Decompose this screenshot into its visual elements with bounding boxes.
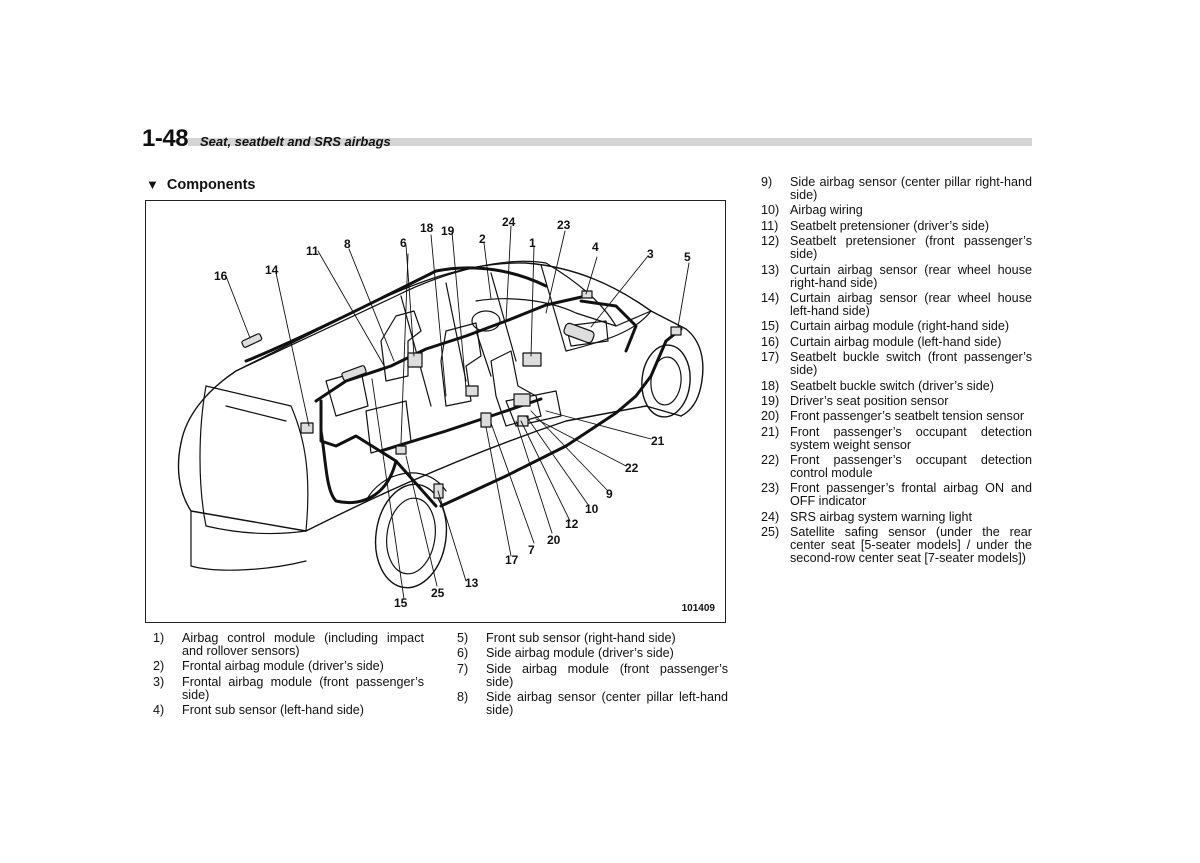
callout-4: 4 — [592, 240, 599, 254]
legend-item: 22)Front passenger’s occupant detection … — [761, 453, 1032, 481]
legend-item: 20)Front passenger’s seatbelt tension se… — [761, 409, 1025, 424]
callout-24: 24 — [502, 215, 516, 229]
callout-14: 14 — [265, 263, 279, 277]
legend-item: 18)Seatbelt buckle switch (driver’s side… — [761, 378, 994, 393]
callout-17: 17 — [505, 553, 519, 567]
callout-10: 10 — [585, 502, 599, 516]
legend-item: 19)Driver’s seat position sensor — [761, 393, 949, 408]
legend-item: 8)Side airbag sensor (center pillar left… — [457, 690, 728, 718]
legend-column-1: 1)Airbag control module (including impac… — [153, 632, 424, 720]
legend-item: 3)Frontal airbag module (front passenger… — [153, 674, 424, 702]
legend-item: 14)Curtain airbag sensor (rear wheel hou… — [761, 290, 1032, 318]
callout-20: 20 — [547, 533, 561, 547]
legend-item: 6)Side airbag module (driver’s side) — [457, 646, 674, 661]
legend-item: 5)Front sub sensor (right-hand side) — [457, 631, 676, 645]
legend-item: 10)Airbag wiring — [761, 203, 863, 218]
callout-6: 6 — [400, 236, 407, 250]
callout-12: 12 — [565, 517, 579, 531]
legend-item: 9)Side airbag sensor (center pillar righ… — [761, 175, 1032, 202]
callout-11: 11 — [306, 244, 319, 258]
legend-item: 1)Airbag control module (including impac… — [153, 631, 424, 658]
legend-item: 17)Seatbelt buckle switch (front passeng… — [761, 350, 1032, 378]
callout-22: 22 — [625, 461, 639, 475]
legend-item: 13)Curtain airbag sensor (rear wheel hou… — [761, 262, 1032, 290]
callout-21: 21 — [651, 434, 665, 448]
chapter-title: Seat, seatbelt and SRS airbags — [200, 134, 391, 149]
legend-item: 4)Front sub sensor (left-hand side) — [153, 703, 364, 718]
callout-25: 25 — [431, 586, 445, 600]
components-diagram: 16 14 11 8 6 18 19 2 24 1 23 4 3 5 21 22… — [145, 200, 726, 623]
callout-15: 15 — [394, 596, 408, 610]
callout-2: 2 — [479, 232, 486, 246]
callout-18: 18 — [420, 221, 434, 235]
callout-3: 3 — [647, 247, 654, 261]
page-number: 1-48 — [142, 125, 189, 152]
legend-item: 21)Front passenger’s occupant detection … — [761, 424, 1032, 452]
header-bar — [188, 138, 1032, 146]
legend-column-3: 9)Side airbag sensor (center pillar righ… — [761, 176, 1032, 568]
callout-7: 7 — [528, 543, 535, 557]
section-title: ▼ Components — [146, 177, 255, 193]
callout-23: 23 — [557, 218, 571, 232]
callout-9: 9 — [606, 487, 613, 501]
vehicle-line-drawing — [177, 225, 704, 600]
callout-13: 13 — [465, 576, 479, 590]
figure-id: 101409 — [681, 603, 715, 614]
legend-item: 15)Curtain airbag module (right-hand sid… — [761, 319, 1010, 334]
callout-16: 16 — [214, 269, 228, 283]
legend-item: 11)Seatbelt pretensioner (driver’s side) — [761, 218, 990, 233]
callout-5: 5 — [684, 250, 691, 264]
triangle-marker-icon: ▼ — [146, 177, 159, 192]
legend-item: 7)Side airbag module (front passenger’s … — [457, 661, 728, 689]
callout-19: 19 — [441, 224, 455, 238]
legend-item: 24)SRS airbag system warning light — [761, 509, 972, 524]
legend-column-2: 5)Front sub sensor (right-hand side) 6)S… — [457, 632, 728, 720]
section-title-text: Components — [166, 177, 256, 193]
legend-item: 23)Front passenger’s frontal airbag ON a… — [761, 481, 1032, 509]
legend-item: 25)Satellite safing sensor (under the re… — [761, 525, 1032, 566]
legend-item: 2)Frontal airbag module (driver’s side) — [153, 659, 384, 674]
legend-item: 12)Seatbelt pretensioner (front passenge… — [761, 234, 1032, 262]
legend-item: 16)Curtain airbag module (left-hand side… — [761, 334, 1002, 349]
callout-8: 8 — [344, 237, 351, 251]
callout-1: 1 — [529, 236, 536, 250]
